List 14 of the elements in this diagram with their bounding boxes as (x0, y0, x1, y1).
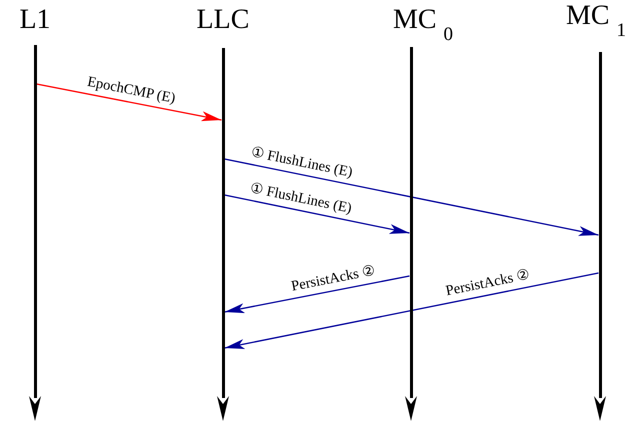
message-label: PersistAcks ② (290, 264, 377, 296)
message-arrow (224, 272, 599, 349)
message-label: ① FlushLines (E) (249, 145, 354, 182)
message-arrow (224, 194, 410, 234)
message-arrow (36, 83, 222, 122)
message-label: ① FlushLines (E) (248, 181, 353, 218)
message-label: PersistAcks ② (444, 268, 532, 300)
message-arrow (224, 158, 599, 236)
lifeline-heading: MC $_{0}$ (392, 6, 454, 44)
lifeline-heading: MC $_{1}$ (566, 2, 626, 40)
message-arrow (224, 275, 410, 314)
lifeline-heading: L1 (19, 6, 51, 34)
lifeline-heading: LLC (196, 6, 250, 34)
message-label: EpochCMP (E) (86, 74, 176, 108)
